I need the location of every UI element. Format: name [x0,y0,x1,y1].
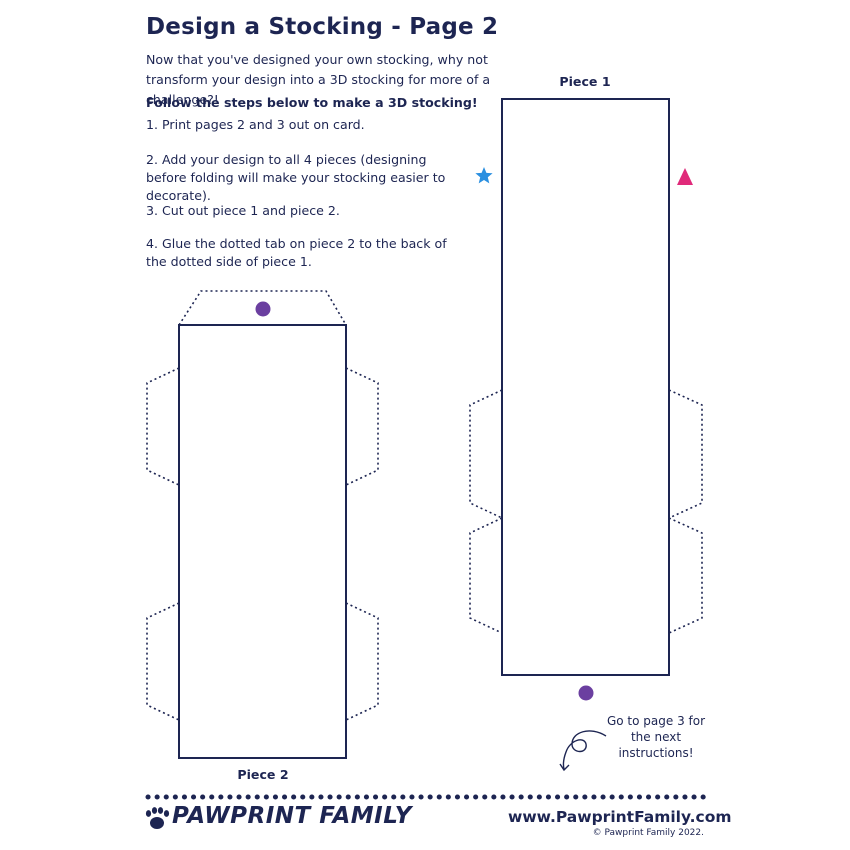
piece-1-right-tab-bottom [668,517,703,634]
piece-2-marker-dot [255,301,271,317]
piece-1-marker-dot [578,685,594,701]
piece-2-right-tab-bottom [345,602,379,721]
next-page-note: Go to page 3 for the next instructions! [606,714,706,760]
piece-1-left-tab-top [469,389,503,519]
step-2: 2. Add your design to all 4 pieces (desi… [146,152,446,203]
intro-text: Now that you've designed your own stocki… [146,52,491,107]
piece-2-right-tab-top [345,367,379,486]
page-title: Design a Stocking - Page 2 [146,14,499,40]
piece-1-left-tab-bottom [469,517,503,634]
piece-1-label: Piece 1 [559,74,611,89]
brand-logo-text: PAWPRINT FAMILY [172,803,412,829]
steps-heading: Follow the steps below to make a 3D stoc… [146,95,478,110]
piece-2-top-tab [178,290,347,326]
triangle-icon [677,168,693,185]
star-icon [475,167,493,184]
paw-icon [145,807,170,829]
piece-1-right-tab-top [668,389,703,519]
website-link[interactable]: www.PawprintFamily.com [508,808,732,826]
piece-2-label: Piece 2 [237,767,289,782]
arrow-icon [562,730,607,770]
piece-2-left-tab-top [146,367,180,486]
piece-2-template [146,290,379,759]
step-1: 1. Print pages 2 and 3 out on card. [146,117,365,132]
piece-1-template [469,98,703,701]
piece-1-panel [501,98,670,676]
arrow-head-icon [559,763,570,772]
piece-2-left-tab-bottom [146,602,180,721]
step-3: 3. Cut out piece 1 and piece 2. [146,203,340,218]
copyright-text: © Pawprint Family 2022. [592,828,704,838]
step-4: 4. Glue the dotted tab on piece 2 to the… [146,236,447,269]
piece-2-panel [178,324,347,759]
